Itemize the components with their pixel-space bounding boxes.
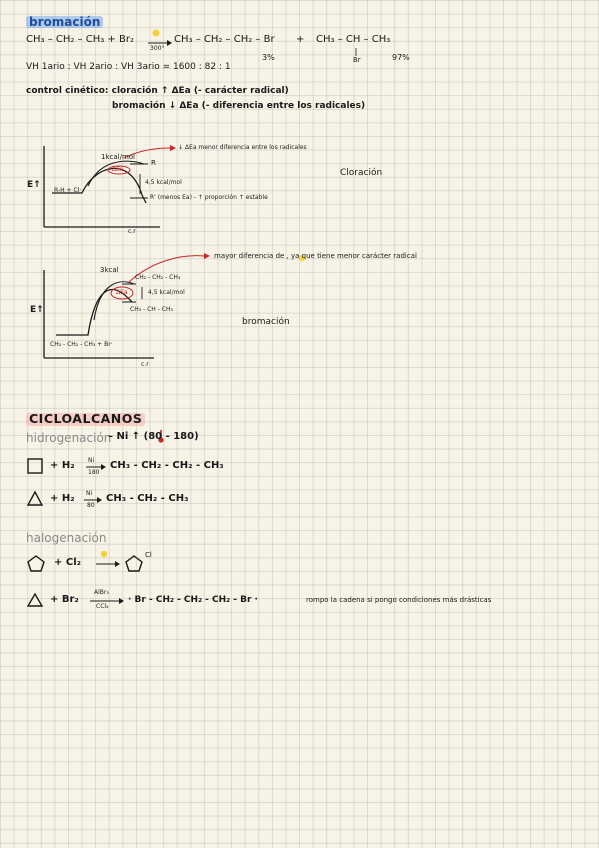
diagram2-gap: 4,5 kcal/mol xyxy=(148,289,185,296)
subheading-hidrogenacion: hidrogenación xyxy=(26,431,112,445)
plus-sign: + xyxy=(296,34,305,45)
rxn4-product: · Br - CH₂ - CH₂ - CH₂ - Br · xyxy=(128,595,258,605)
diagram1-barrier: 1kcal/mol xyxy=(101,153,135,161)
section-heading-bromacion: bromación xyxy=(26,16,104,28)
rxn1-arrowhead xyxy=(101,464,106,470)
diagram1-note: ↓ ΔEa menor diferencia entre los radical… xyxy=(178,144,307,151)
rxn4-reagent: + Br₂ xyxy=(50,594,79,605)
rxn3-arrowhead xyxy=(115,561,120,567)
rxn1-catalyst: Ni xyxy=(88,457,95,464)
diagram2-title: bromación xyxy=(242,317,290,327)
light-sun-icon xyxy=(152,29,160,37)
diagram1-dEa: ΔEa xyxy=(112,166,124,173)
diagram1-energy-label: E↑ xyxy=(27,180,41,190)
rxn2-arrowhead xyxy=(97,497,102,503)
yield-product-2: 97% xyxy=(392,53,410,62)
rxn2-catalyst: Ni xyxy=(86,490,93,497)
rxn4-catalyst: AlBr₃ xyxy=(94,589,109,596)
section-heading-cicloalcanos: CICLOALCANOS xyxy=(26,412,146,426)
diagram1-reactants: R-H + Cl· xyxy=(54,187,82,194)
diagram1-note-arrowhead xyxy=(170,145,176,151)
diagram2-product-bottom: CH₃ - CH - CH₃ xyxy=(130,306,173,313)
diagram2-note-arrowhead xyxy=(204,253,210,259)
diagram2-product-top: CH₂ - CH₂ - CH₃ xyxy=(135,274,181,281)
product-2-substituent: Br xyxy=(353,56,361,64)
rxn2-product: CH₃ - CH₂ - CH₃ xyxy=(106,493,189,504)
rxn1-product: CH₃ - CH₂ - CH₂ - CH₃ xyxy=(110,460,224,471)
diagram1-gap: 4,5 kcal/mol xyxy=(145,179,182,186)
rxn4-arrowhead xyxy=(119,598,124,604)
yield-product-1: 3% xyxy=(262,53,275,62)
diagram2-profile xyxy=(56,288,133,336)
rxn2-reagent: + H₂ xyxy=(50,493,75,504)
rxn2-temperature: 80 xyxy=(87,502,95,509)
reaction-reactants: CH₃ – CH₂ – CH₃ + Br₂ xyxy=(26,34,134,45)
reaction-condition: 300° xyxy=(150,45,165,52)
diagram2-dEa: ΔEa xyxy=(116,289,128,296)
diagram1-product-bottom: R' (menos Ea) - ↑ proporción ↑ estable xyxy=(150,194,268,201)
control-cinetico-line-1: control cinético: cloración ↑ ΔEa (- car… xyxy=(26,86,289,96)
rxn4-note: rompo la cadena si pongo condiciones más… xyxy=(306,596,492,604)
reaction-arrowhead xyxy=(167,40,172,46)
hidrogenacion-conditions: – Ni ↑ (80 - 180) xyxy=(108,431,199,442)
cyclopropane-icon-2 xyxy=(26,592,44,607)
diagram1-product-top: R xyxy=(151,159,156,167)
diagram2-energy-label: E↑ xyxy=(30,305,44,315)
diagram2-reactants: CH₃ - CH₂ - CH₃ + Br· xyxy=(50,341,113,348)
rxn3-reagent: + Cl₂ xyxy=(54,557,82,568)
rxn1-temperature: 180 xyxy=(88,469,100,476)
diagram1-profile-upper xyxy=(87,160,145,187)
rxn3-sun-icon xyxy=(100,550,108,558)
rxn3-product-substituent: Cl xyxy=(145,551,152,559)
diagram1-title: Cloración xyxy=(340,168,383,178)
reaction-product-2: CH₃ – CH – CH₃ xyxy=(316,34,391,45)
cyclopentane-icon xyxy=(27,555,45,572)
control-cinetico-line-2: bromación ↓ ΔEa (- diferencia entre los … xyxy=(112,101,366,111)
diagram1-axis-label: c.r xyxy=(128,228,136,235)
rxn4-solvent: CCl₄ xyxy=(96,603,109,610)
diagram1-profile xyxy=(52,167,147,204)
reaction-product-1: CH₃ – CH₂ – CH₂ – Br xyxy=(174,34,275,45)
rxn1-reagent: + H₂ xyxy=(50,460,75,471)
diagram2-note: mayor diferencia de , ya que tiene menor… xyxy=(214,252,417,260)
cyclopentane-product-icon xyxy=(125,555,143,572)
cyclobutane-icon xyxy=(27,458,43,474)
diagram2-barrier: 3kcal xyxy=(100,266,119,274)
diagram2-axis-label: c.r xyxy=(141,361,149,368)
subheading-halogenacion: halogenación xyxy=(26,531,107,545)
diagram2-profile-upper xyxy=(93,281,135,321)
relative-rate-ratio: VH 1ario : VH 2ario : VH 3ario = 1600 : … xyxy=(26,62,231,72)
cyclopropane-icon xyxy=(26,490,44,506)
